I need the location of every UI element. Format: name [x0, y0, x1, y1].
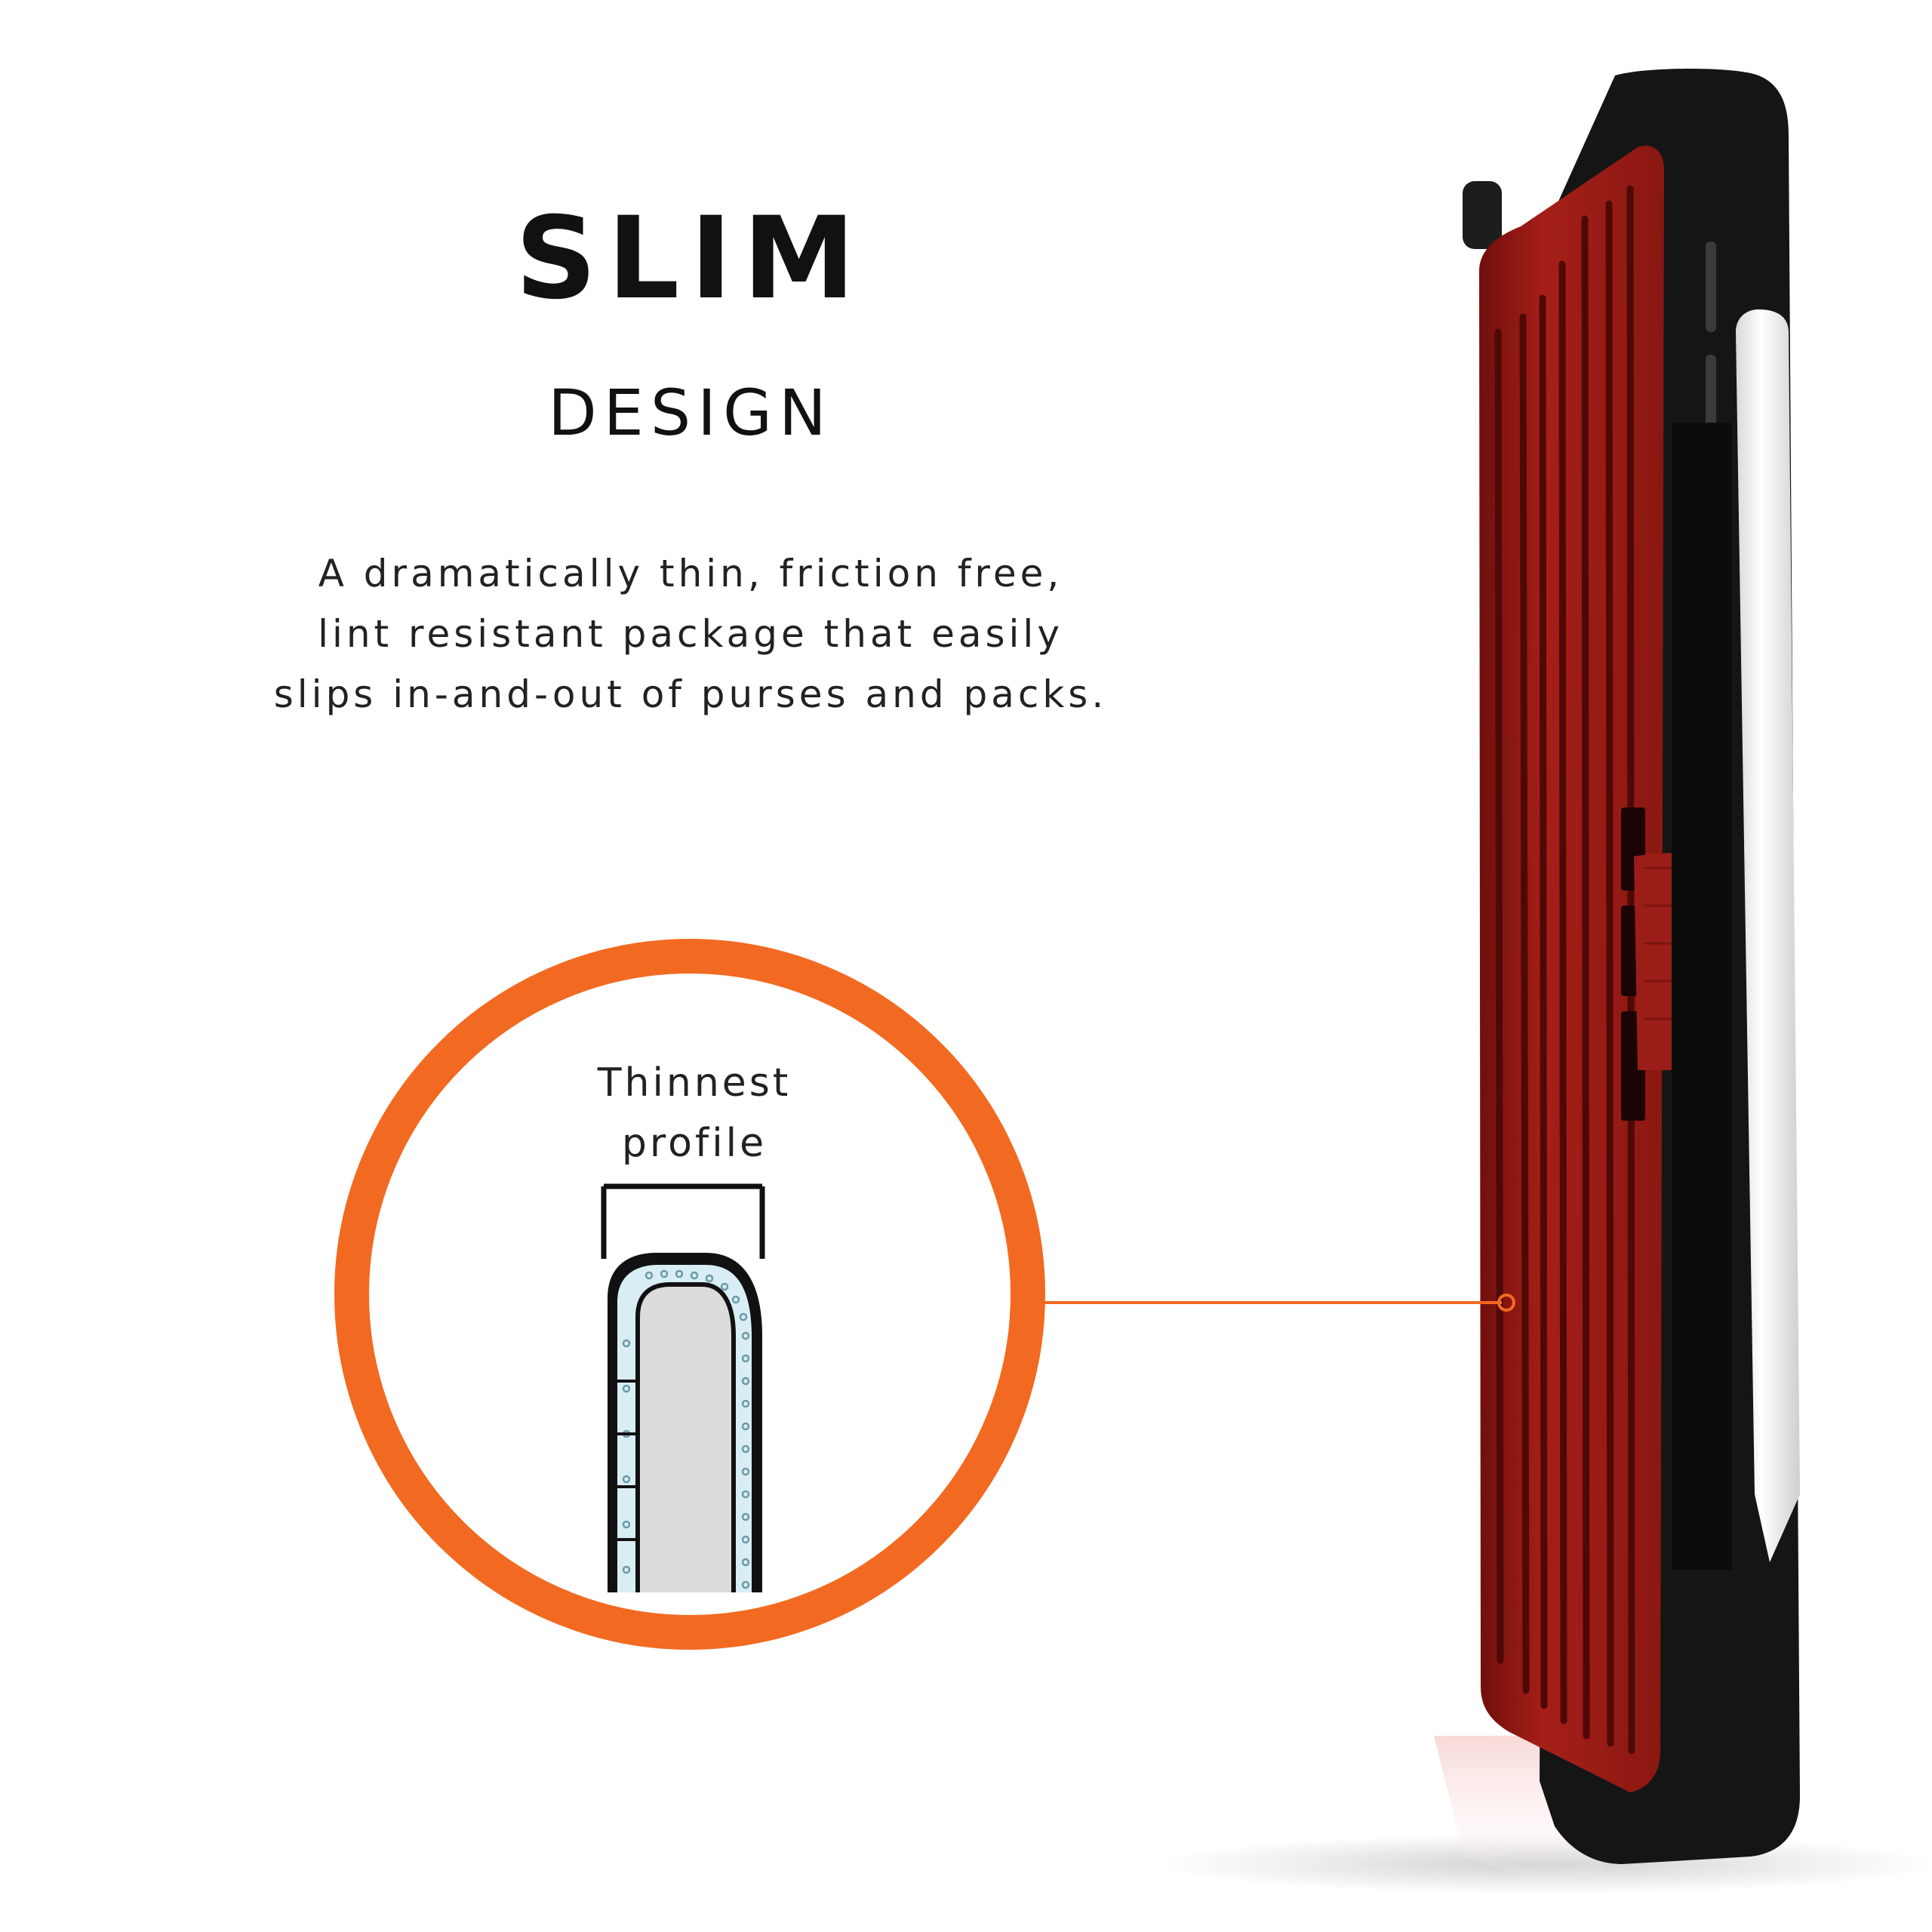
callout-label: Thinnest profile [521, 1053, 868, 1174]
callout-label-line: Thinnest [597, 1060, 792, 1106]
headline-title: SLIM [515, 193, 866, 325]
volume-button [1706, 242, 1716, 332]
case-cross-section [608, 1253, 762, 1592]
description-text: A dramatically thin, friction free, lint… [189, 543, 1192, 724]
description-line: lint resistant package that easily [318, 612, 1063, 656]
apple-pencil [1736, 309, 1800, 1562]
callout-point [1497, 1294, 1515, 1312]
headline-subtitle: DESIGN [548, 376, 833, 450]
thickness-bracket [601, 1183, 765, 1259]
description-line: A dramatically thin, friction free, [318, 552, 1063, 595]
description-line: slips in-and-out of purses and packs. [273, 672, 1108, 716]
tablet-case [1463, 69, 1800, 1864]
callout-label-line: profile [621, 1121, 768, 1166]
